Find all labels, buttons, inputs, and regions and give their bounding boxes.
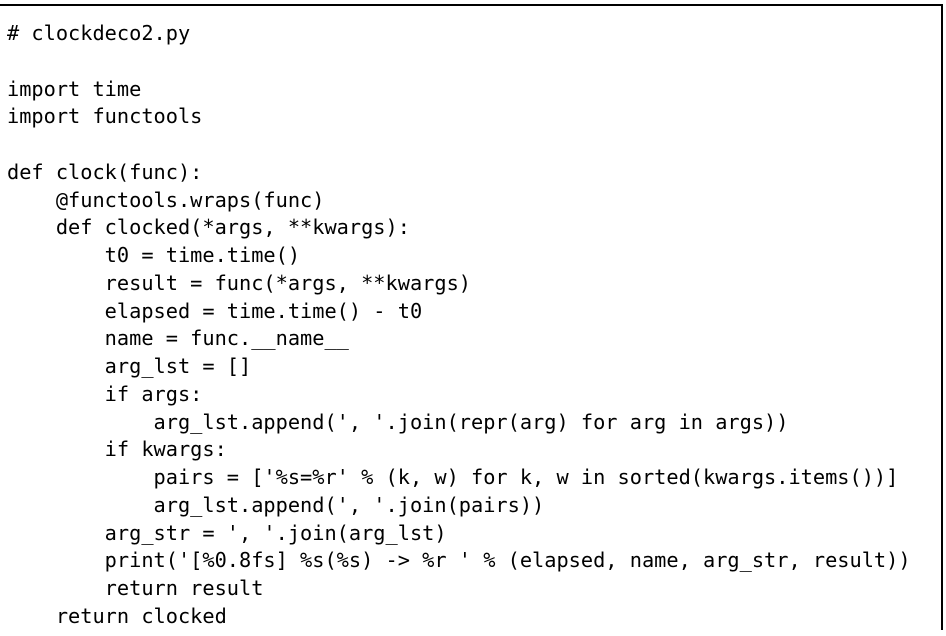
code-line-8: def clocked(*args, **kwargs): xyxy=(7,215,410,240)
code-line-9: t0 = time.time() xyxy=(7,243,301,267)
code-line-3: import time xyxy=(7,76,142,101)
code-line-21: return result xyxy=(7,576,264,600)
code-line-2 xyxy=(7,48,911,76)
code-line-12: name = func.__name__ xyxy=(7,326,349,351)
code-listing: # clockdeco2.py import time import functoo… xyxy=(7,20,911,631)
code-line-4: import functools xyxy=(7,104,203,129)
code-line-7: @functools.wraps(func) xyxy=(7,187,325,212)
code-line-11: elapsed = time.time() - t0 xyxy=(7,298,423,323)
code-line-6: def clock(func): xyxy=(7,159,203,184)
code-line-18: arg_lst.append(', '.join(pairs)) xyxy=(7,492,545,517)
code-listing-frame: # clockdeco2.py import time import functoo… xyxy=(0,4,943,630)
code-line-1: # clockdeco2.py xyxy=(7,21,191,45)
code-line-14: if args: xyxy=(7,381,203,406)
code-line-15: arg_lst.append(', '.join(repr(arg) for a… xyxy=(7,409,789,434)
code-line-20: print('[%0.8fs] %s(%s) -> %r ' % (elapse… xyxy=(7,548,911,573)
code-line-10: result = func(*args, **kwargs) xyxy=(7,270,471,295)
code-line-16: if kwargs: xyxy=(7,437,227,462)
code-line-17: pairs = ['%s=%r' % (k, w) for k, w in so… xyxy=(7,465,899,489)
code-line-5 xyxy=(7,131,911,159)
code-line-13: arg_lst = [] xyxy=(7,354,252,378)
code-line-22: return clocked xyxy=(7,603,227,628)
code-line-19: arg_str = ', '.join(arg_lst) xyxy=(7,520,447,545)
